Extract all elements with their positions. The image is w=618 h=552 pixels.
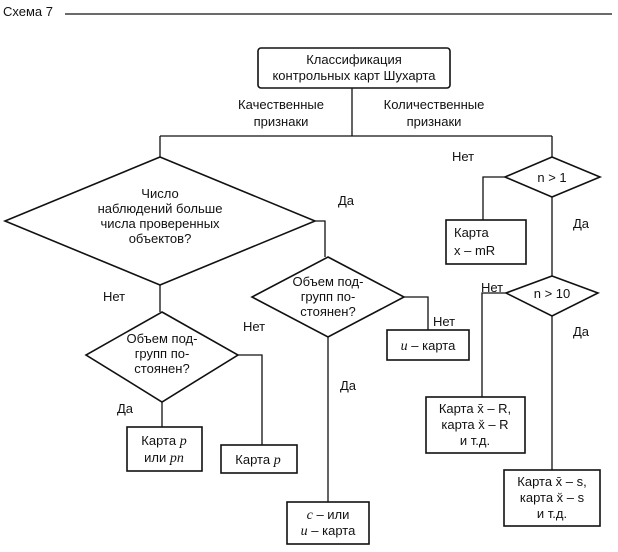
- count-question-line2: наблюдений больше: [98, 201, 223, 216]
- subgroup-center-line3: стоянен?: [300, 304, 355, 319]
- card-u-box: [386, 329, 470, 361]
- card-u-text: u – карта: [401, 338, 456, 354]
- card-p-box: [220, 444, 298, 474]
- edge-label-yes-n10: Да: [573, 324, 590, 339]
- count-question-line4: объектов?: [129, 231, 192, 246]
- card-p-pn-line2: или pn: [144, 450, 184, 466]
- count-question-line3: числа проверенных: [100, 216, 220, 231]
- edge-label-no-n10: Нет: [481, 280, 503, 295]
- card-x-s-line2: карта x̆ – s: [520, 490, 585, 505]
- card-x-r-box: [425, 396, 526, 454]
- subgroup-left-line2: групп по-: [135, 346, 190, 361]
- scheme-label: Схема 7: [3, 4, 53, 19]
- subgroup-left-line1: Объем под-: [127, 331, 198, 346]
- n-gt-10-label: n > 10: [534, 286, 571, 301]
- count-question-line1: Число: [141, 186, 178, 201]
- card-x-s-box: [503, 469, 601, 527]
- quantitative-label-line2: признаки: [407, 114, 462, 129]
- card-x-mr-line2: x – mR: [454, 243, 495, 258]
- card-c-u-line2: u – карта: [301, 523, 356, 539]
- card-x-mr-box: [445, 219, 527, 265]
- root-title-line1: Классификация: [306, 52, 402, 67]
- edge-label-yes-left: Да: [117, 401, 134, 416]
- edge-label-no-left: Нет: [243, 319, 265, 334]
- quantitative-label-line1: Количественные: [384, 97, 485, 112]
- card-x-r-line3: и т.д.: [460, 433, 490, 448]
- n-gt-10-diamond: [503, 275, 601, 317]
- root-box: [257, 47, 451, 89]
- card-p-text: Карта p: [235, 452, 280, 468]
- edge-label-yes-count: Да: [338, 193, 355, 208]
- edge-label-no-count: Нет: [103, 289, 125, 304]
- edge-label-yes-n1: Да: [573, 216, 590, 231]
- card-c-u-line1: c – или: [307, 507, 350, 523]
- n-gt-1-label: n > 1: [537, 170, 566, 185]
- n-gt-1-diamond: [502, 156, 603, 198]
- subgroup-constant-diamond-center: [250, 256, 406, 338]
- card-x-mr-line1: Карта: [454, 225, 490, 240]
- subgroup-center-line2: групп по-: [301, 289, 356, 304]
- card-p-pn-line1: Карта p: [141, 433, 186, 449]
- qualitative-label-line1: Качественные: [238, 97, 324, 112]
- subgroup-left-line3: стоянен?: [134, 361, 189, 376]
- card-x-r-line2: карта x̆ – R: [441, 417, 508, 432]
- edge-label-no-center: Нет: [433, 314, 455, 329]
- connectors: [159, 87, 553, 502]
- root-title-line2: контрольных карт Шухарта: [272, 68, 436, 83]
- qualitative-label-line2: признаки: [254, 114, 309, 129]
- card-x-s-line1: Карта x̄ – s,: [517, 474, 586, 489]
- card-p-pn-box: [126, 426, 203, 472]
- subgroup-constant-diamond-left: [84, 311, 240, 403]
- edge-label-no-n1: Нет: [452, 149, 474, 164]
- card-x-r-line1: Карта x̄ – R,: [439, 401, 511, 416]
- card-x-s-line3: и т.д.: [537, 506, 567, 521]
- edge-label-yes-center: Да: [340, 378, 357, 393]
- count-question-diamond: [2, 156, 318, 286]
- subgroup-center-line1: Объем под-: [293, 274, 364, 289]
- card-c-u-box: [286, 501, 370, 545]
